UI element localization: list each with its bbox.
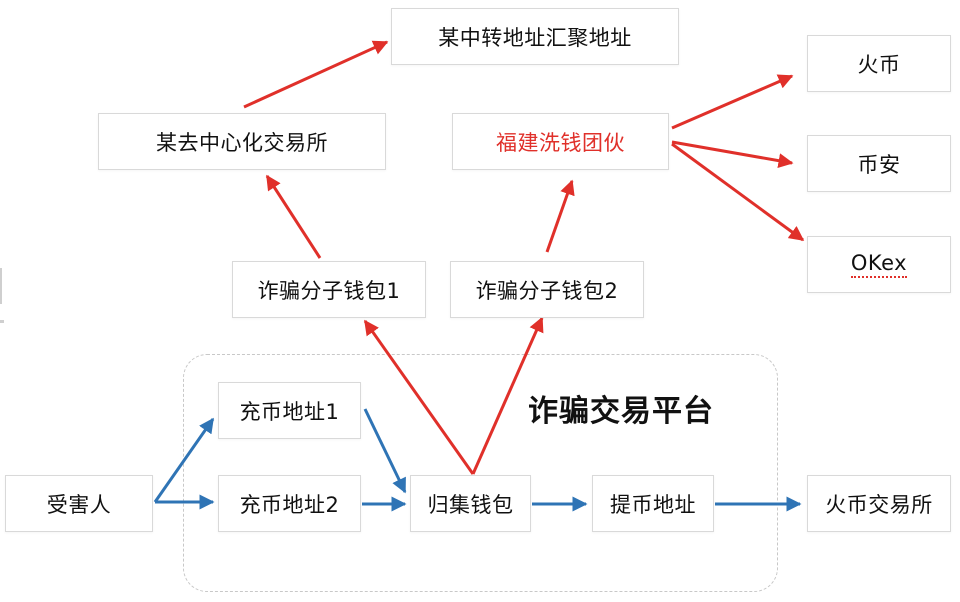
arrow-wallet2-to-gang [545, 179, 575, 253]
fujian-gang-label: 福建洗钱团伙 [496, 130, 625, 155]
deposit-address-1-label: 充币地址1 [239, 399, 340, 424]
binance-label: 币安 [857, 152, 901, 177]
binance-node: 币安 [807, 135, 951, 192]
huobi-exchange-label: 火币交易所 [825, 492, 933, 517]
arrow-gang-to-binance [671, 140, 794, 169]
dex-label: 某去中心化交易所 [156, 130, 328, 155]
huobi-exchange-node: 火币交易所 [807, 475, 951, 532]
arrow-gang-to-okex [671, 142, 805, 242]
arrow-dex-to-transit [243, 40, 389, 109]
arrow-deposit1-to-collect [363, 408, 407, 494]
okex-node: OKex [807, 236, 951, 293]
withdraw-address-label: 提币地址 [610, 492, 696, 517]
deposit-address-2-node: 充币地址2 [218, 475, 361, 532]
fraud-platform-title: 诈骗交易平台 [528, 394, 714, 429]
dex-node: 某去中心化交易所 [98, 113, 386, 170]
fraud-platform-group [183, 354, 778, 592]
arrow-wallet1-to-dex [265, 174, 322, 259]
scammer-wallet-1-node: 诈骗分子钱包1 [232, 261, 426, 318]
victim-label: 受害人 [46, 492, 112, 517]
victim-node: 受害人 [5, 475, 153, 532]
transit-address-node: 某中转地址汇聚地址 [391, 8, 679, 65]
huobi-label: 火币 [857, 52, 901, 77]
okex-label: OKex [850, 251, 908, 278]
arrow-gang-to-huobi [671, 74, 794, 130]
scammer-wallet-1-label: 诈骗分子钱包1 [257, 278, 401, 303]
collection-wallet-label: 归集钱包 [427, 492, 514, 517]
scammer-wallet-2-label: 诈骗分子钱包2 [475, 278, 619, 303]
collection-wallet-node: 归集钱包 [410, 475, 531, 532]
deposit-address-2-label: 充币地址2 [239, 492, 340, 517]
arrow-collect-to-wallet2 [471, 316, 544, 475]
withdraw-address-node: 提币地址 [592, 475, 714, 532]
huobi-node: 火币 [807, 35, 951, 92]
scammer-wallet-2-node: 诈骗分子钱包2 [450, 261, 644, 318]
transit-address-label: 某中转地址汇聚地址 [438, 25, 632, 50]
arrow-collect-to-wallet1 [363, 319, 475, 475]
left-edge-dot [0, 320, 4, 323]
fujian-gang-node: 福建洗钱团伙 [452, 113, 669, 170]
left-edge-artifact [0, 268, 2, 304]
deposit-address-1-node: 充币地址1 [218, 382, 361, 439]
arrow-victim-to-deposit1 [153, 417, 215, 503]
